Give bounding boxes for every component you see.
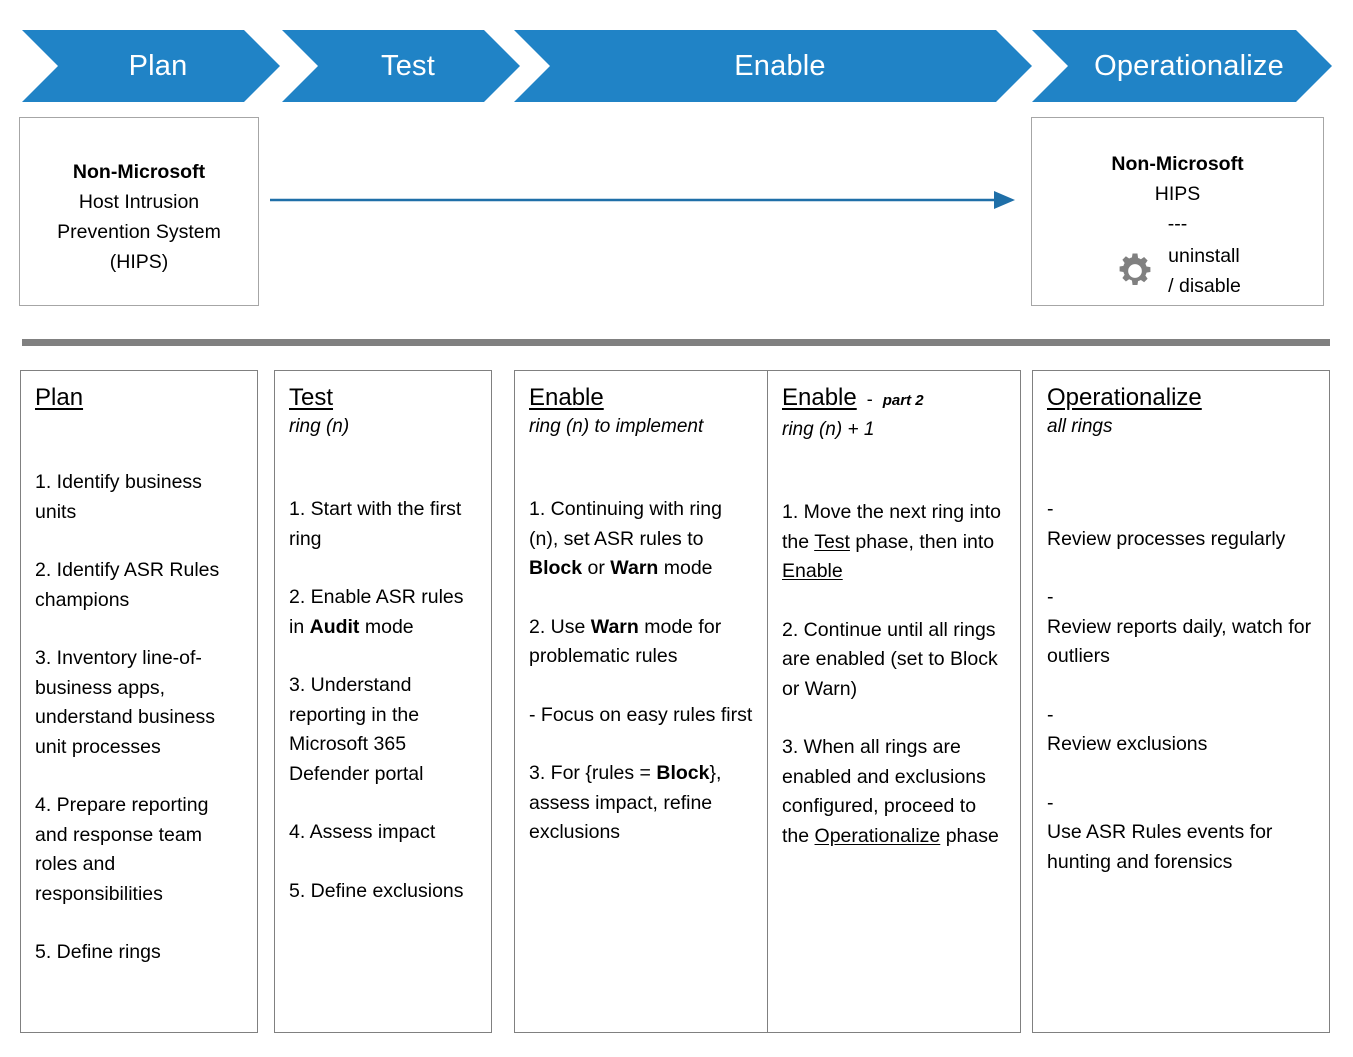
hips-after-action-line1: uninstall (1168, 245, 1240, 267)
column-title-dash: - (866, 389, 873, 409)
column-header: Plan (35, 383, 243, 413)
column-items: 1. Continuing with ring (n), set ASR rul… (529, 495, 753, 848)
column-part-label: part 2 (882, 392, 924, 409)
hips-before-line1: Host Intrusion (78, 191, 200, 213)
phase-chevron-label: Operationalize (1094, 49, 1284, 82)
list-item: 3. Inventory line-of-business apps, unde… (35, 647, 215, 758)
list-item: 5. Define rings (35, 941, 161, 963)
column-header: Operationalize (1047, 383, 1315, 413)
hips-before-line2: Prevention System (57, 221, 221, 243)
list-item: 4. Assess impact (289, 821, 436, 843)
column-items: -Review processes regularly -Review repor… (1047, 495, 1315, 877)
column-enable-part2: Enable - part 2 ring (n) + 1 1. Move the… (767, 370, 1021, 1033)
column-title: Test (289, 384, 334, 411)
phase-chevron-plan[interactable]: Plan (22, 30, 280, 102)
list-item: 3. Understand reporting in the Microsoft… (289, 674, 424, 785)
list-item: 1. Move the next ring into the Test phas… (782, 501, 1001, 582)
hips-after-title: Non-Microsoft (1111, 153, 1244, 175)
column-items: 1. Start with the first ring 2. Enable AS… (289, 495, 477, 906)
list-item: 4. Prepare reporting and response team r… (35, 794, 209, 905)
phase-chevron-enable[interactable]: Enable (514, 30, 1032, 102)
hips-after-line1: HIPS (1154, 183, 1201, 205)
hips-transition-arrow (270, 185, 1015, 215)
list-item: 1. Continuing with ring (n), set ASR rul… (529, 498, 722, 579)
column-enable: Enable ring (n) to implement 1. Continui… (514, 370, 768, 1033)
hips-before-box: Non-Microsoft Host Intrusion Prevention … (19, 117, 259, 306)
phase-chevron-label: Enable (734, 49, 826, 82)
column-subtitle: ring (n) + 1 (782, 419, 875, 440)
column-header: Enable - part 2 (782, 383, 1006, 416)
phase-chevron-operationalize[interactable]: Operationalize (1032, 30, 1332, 102)
list-item: 3. When all rings are enabled and exclus… (782, 736, 999, 847)
column-plan: Plan 1. Identify business units 2. Identi… (20, 370, 258, 1033)
list-item: -Review exclusions (1047, 703, 1208, 756)
list-item: -Review processes regularly (1047, 498, 1286, 550)
column-header: Enable (529, 383, 753, 413)
list-item: 1. Identify business units (35, 471, 202, 523)
column-items: 1. Identify business units 2. Identify AS… (35, 468, 243, 968)
list-item: 3. For {rules = Block}, assess impact, r… (529, 762, 722, 843)
list-item: - Focus on easy rules first (529, 703, 753, 726)
right-arrow-icon (270, 191, 1015, 209)
hips-after-box: Non-Microsoft HIPS --- uninstall / disab… (1031, 117, 1324, 306)
column-title: Operationalize (1047, 384, 1202, 411)
hips-before-line3: (HIPS) (109, 251, 169, 273)
phase-chevron-label: Test (381, 49, 435, 82)
phase-chevron-test[interactable]: Test (282, 30, 520, 102)
list-item: 2. Use Warn mode for problematic rules (529, 615, 722, 668)
list-item: 2. Continue until all rings are enabled … (782, 618, 998, 700)
list-item: 1. Start with the first ring (289, 498, 462, 550)
column-subtitle: all rings (1047, 416, 1113, 437)
hips-after-separator: --- (1167, 213, 1188, 235)
section-divider (22, 339, 1330, 346)
hips-after-action-line2: / disable (1168, 275, 1241, 297)
column-subtitle: ring (n) to implement (529, 416, 704, 437)
hips-after-action: uninstall / disable (1032, 241, 1323, 301)
column-items: 1. Move the next ring into the Test phas… (782, 498, 1006, 851)
column-header: Test (289, 383, 477, 413)
hips-after-action-text: uninstall / disable (1168, 241, 1241, 301)
list-item: 2. Identify ASR Rules champions (35, 559, 220, 611)
phase-chevron-label: Plan (128, 49, 188, 82)
column-subtitle: ring (n) (289, 416, 350, 437)
column-operationalize: Operationalize all rings -Review process… (1032, 370, 1330, 1033)
list-item: 5. Define exclusions (289, 879, 464, 902)
gear-icon (1119, 253, 1151, 285)
list-item: 2. Enable ASR rules in Audit mode (289, 586, 464, 638)
list-item: -Use ASR Rules events for hunting and fo… (1047, 791, 1273, 873)
column-title: Plan (35, 384, 84, 411)
list-item: -Review reports daily, watch for outlier… (1047, 586, 1312, 667)
column-title: Enable (782, 384, 857, 411)
phase-banner: Plan Test Enable Operationalize (0, 30, 1353, 102)
hips-before-title: Non-Microsoft (72, 161, 206, 183)
column-title: Enable (529, 384, 604, 411)
column-test: Test ring (n) 1. Start with the first ri… (274, 370, 492, 1033)
